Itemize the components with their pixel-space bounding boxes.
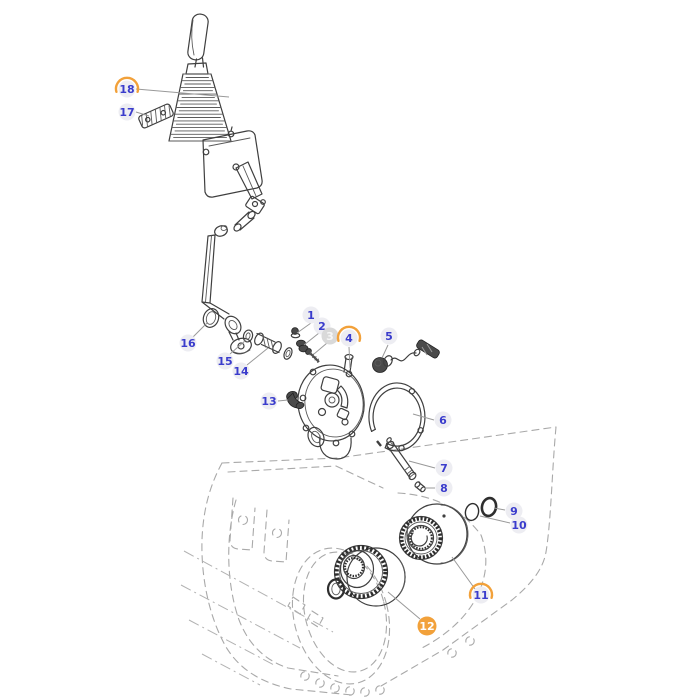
- callout-leader-line: [412, 413, 435, 421]
- part-8-pin: [414, 481, 426, 493]
- callout-number: 7: [440, 462, 448, 475]
- callout-highlight-arc: [114, 76, 140, 93]
- callout-leader-line: [246, 347, 269, 366]
- callout-circle: [118, 103, 136, 121]
- housing-outline: [180, 426, 557, 697]
- callout-number: 1: [307, 309, 315, 322]
- callout-18[interactable]: 18: [114, 76, 230, 98]
- part-13-plug: [286, 390, 305, 410]
- gear-lever-knob: [187, 13, 209, 61]
- callout-15[interactable]: 15: [216, 339, 247, 370]
- callout-circle: [260, 392, 278, 410]
- part-16-oring: [202, 308, 220, 328]
- callout-6[interactable]: 6: [412, 411, 452, 429]
- callout-highlight-arc: [336, 325, 362, 342]
- callout-number: 5: [385, 330, 393, 343]
- callout-leader-line: [479, 515, 511, 524]
- callout-number: 4: [345, 332, 353, 345]
- callout-14[interactable]: 14: [232, 347, 269, 380]
- callout-10[interactable]: 10: [479, 515, 528, 534]
- part-14-bushing: [254, 332, 293, 360]
- part-3-screw: [305, 348, 320, 363]
- callout-number: 8: [440, 482, 448, 495]
- callout-12[interactable]: 12: [387, 591, 437, 636]
- callout-number: 6: [439, 414, 447, 427]
- callout-leader-line: [229, 339, 247, 355]
- part-12-oring: [326, 578, 346, 600]
- callout-number: 2: [318, 320, 326, 333]
- part-4-selector-housing: [297, 353, 365, 460]
- callout-8[interactable]: 8: [425, 479, 453, 497]
- callout-number: 10: [511, 519, 527, 532]
- callout-number: 12: [419, 620, 434, 633]
- callout-circle: [380, 327, 398, 345]
- callout-circle: [340, 329, 358, 347]
- callout-leader-line: [451, 556, 476, 590]
- callout-number: 14: [233, 365, 249, 378]
- callout-1[interactable]: 1: [296, 306, 320, 334]
- callout-circle: [510, 516, 528, 534]
- callout-circle: [435, 459, 453, 477]
- callout-leader-line: [493, 507, 506, 511]
- part-1-bolt: [290, 327, 301, 339]
- callout-leader-line: [313, 342, 328, 355]
- callout-circle: [472, 586, 490, 604]
- callout-leader-line: [303, 332, 320, 346]
- callout-3[interactable]: 3: [313, 327, 339, 355]
- part-7-rod: [386, 437, 417, 481]
- callout-circle: [302, 306, 320, 324]
- callout-circle: [505, 502, 523, 520]
- callout-leader-line: [192, 322, 208, 338]
- callout-17[interactable]: 17: [118, 103, 150, 121]
- callout-9[interactable]: 9: [493, 502, 523, 520]
- callout-circle: [232, 362, 250, 380]
- callout-number: 11: [473, 589, 488, 602]
- callout-circle: [179, 334, 197, 352]
- callout-number: 13: [261, 395, 276, 408]
- callout-number: 15: [217, 355, 232, 368]
- callout-circle: [216, 352, 234, 370]
- lever-lower-arm: [201, 161, 266, 355]
- callout-circle: [321, 327, 339, 345]
- part-5-switch: [372, 339, 440, 373]
- part-10-oring: [464, 502, 480, 522]
- callout-leader-line: [408, 460, 436, 469]
- gear-lever-boot: [168, 62, 232, 142]
- part-17-plate: [138, 103, 174, 129]
- callout-leader-line: [348, 346, 351, 369]
- part-11-drum: [398, 503, 469, 565]
- callout-leader-line: [381, 344, 389, 359]
- callout-11[interactable]: 11: [451, 556, 494, 604]
- part-12-gear: [333, 544, 406, 607]
- callout-5[interactable]: 5: [380, 327, 398, 359]
- callout-leader-line: [387, 591, 421, 620]
- callout-number: 3: [326, 330, 334, 343]
- callout-circle: [434, 411, 452, 429]
- callout-number: 18: [119, 83, 134, 96]
- callout-7[interactable]: 7: [408, 459, 453, 477]
- callout-circle: [417, 616, 437, 636]
- callout-4[interactable]: 4: [336, 325, 362, 369]
- callout-number: 9: [510, 505, 518, 518]
- callout-leader-line: [135, 111, 150, 117]
- part-6-gasket: [368, 382, 426, 452]
- callout-circle: [118, 80, 136, 98]
- callout-13[interactable]: 13: [260, 392, 289, 410]
- callout-leader-line: [135, 88, 230, 98]
- part-15-washer: [242, 329, 254, 343]
- callout-16[interactable]: 16: [179, 322, 208, 352]
- callout-leader-line: [277, 399, 289, 402]
- callout-circle: [435, 479, 453, 497]
- callout-number: 16: [180, 337, 196, 350]
- callout-leader-line: [296, 322, 312, 334]
- part-9-oring: [480, 496, 498, 518]
- callout-number: 17: [119, 106, 134, 119]
- callout-highlight-arc: [468, 582, 494, 599]
